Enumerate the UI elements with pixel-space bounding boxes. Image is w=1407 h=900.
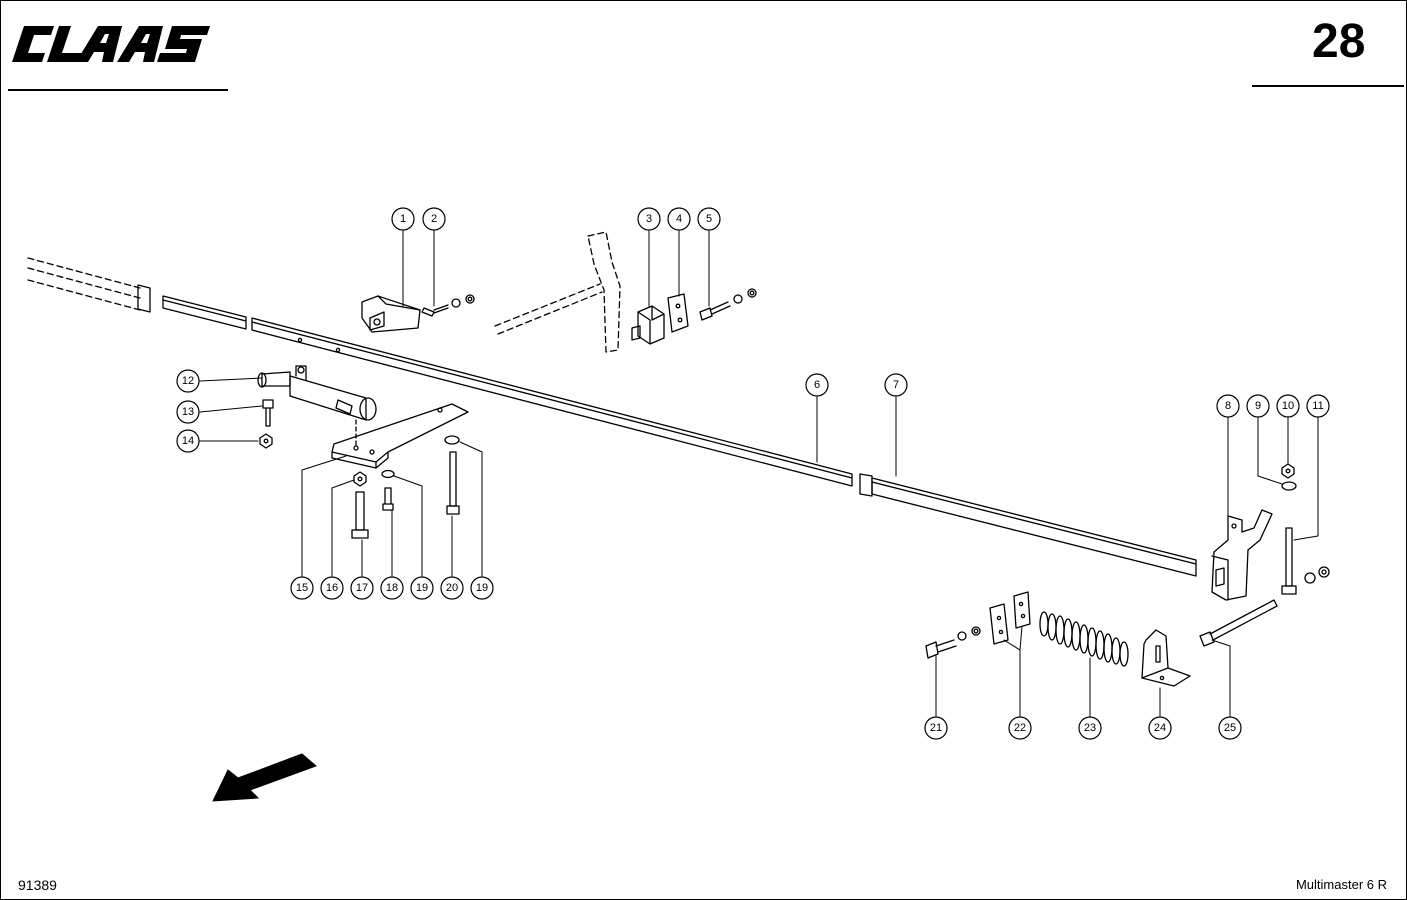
leader-lines bbox=[199, 230, 1319, 717]
callout-21: 21 bbox=[930, 722, 942, 734]
callout-11: 11 bbox=[1312, 400, 1323, 412]
bar-segment bbox=[162, 295, 247, 330]
callout-13: 13 bbox=[182, 406, 194, 418]
inner-tube bbox=[859, 473, 1197, 577]
direction-arrow-icon bbox=[212, 753, 317, 802]
bolt-part-11 bbox=[1281, 527, 1330, 595]
spring-part-23 bbox=[1039, 611, 1129, 667]
main-bar bbox=[251, 317, 853, 487]
frame-dashed-right bbox=[494, 231, 621, 353]
callout-15: 15 bbox=[296, 582, 308, 594]
block-part-3 bbox=[631, 305, 665, 345]
pin-part-18 bbox=[381, 469, 395, 511]
hydraulic-cylinder-part-12 bbox=[257, 365, 377, 421]
callout-9: 9 bbox=[1255, 400, 1261, 412]
model-name: Multimaster 6 R bbox=[1295, 877, 1387, 892]
callout-3: 3 bbox=[646, 213, 652, 225]
frame-dashed-left bbox=[27, 257, 151, 313]
washer-part-9 bbox=[1281, 481, 1297, 491]
callout-20: 20 bbox=[446, 582, 458, 594]
callout-8: 8 bbox=[1225, 400, 1231, 412]
callout-2: 2 bbox=[431, 213, 437, 225]
bracket-part-1 bbox=[361, 295, 421, 333]
washer-part-19 bbox=[444, 435, 460, 445]
callouts bbox=[176, 207, 1330, 740]
callout-18: 18 bbox=[386, 582, 398, 594]
claas-logo bbox=[12, 26, 210, 62]
bolt-part-21 bbox=[925, 626, 981, 659]
drawing-number: 91389 bbox=[18, 877, 57, 893]
page-number: 28 bbox=[1312, 15, 1366, 68]
bracket-part-24 bbox=[1141, 629, 1191, 687]
callout-12: 12 bbox=[182, 375, 194, 387]
long-bolt-part-20 bbox=[446, 451, 460, 515]
callout-7: 7 bbox=[893, 379, 899, 391]
callout-16: 16 bbox=[326, 582, 338, 594]
callout-23: 23 bbox=[1084, 722, 1096, 734]
pin-part-13 bbox=[262, 399, 274, 427]
header-rule-right bbox=[1252, 85, 1404, 87]
bolt-part-17 bbox=[351, 491, 369, 539]
plate-part-4 bbox=[667, 293, 689, 333]
plates-part-22 bbox=[989, 591, 1031, 645]
callout-19b: 19 bbox=[476, 582, 488, 594]
callout-14: 14 bbox=[182, 435, 194, 447]
callout-19: 19 bbox=[416, 582, 428, 594]
nut-part-16 bbox=[353, 471, 367, 487]
angle-bracket-part-8 bbox=[1211, 509, 1273, 601]
callout-22: 22 bbox=[1014, 722, 1026, 734]
header-rule-left bbox=[8, 89, 228, 91]
bolt-part-5 bbox=[699, 288, 757, 321]
callout-4: 4 bbox=[676, 213, 682, 225]
callout-17: 17 bbox=[356, 582, 368, 594]
mounting-plate-part-15 bbox=[331, 403, 469, 469]
callout-1: 1 bbox=[400, 213, 406, 225]
callout-25: 25 bbox=[1224, 722, 1236, 734]
callout-24: 24 bbox=[1154, 722, 1166, 734]
long-bolt-part-25 bbox=[1199, 599, 1278, 647]
nut-part-10 bbox=[1281, 463, 1295, 479]
nut-part-14 bbox=[259, 433, 273, 449]
callout-10: 10 bbox=[1282, 400, 1294, 412]
callout-6: 6 bbox=[814, 379, 820, 391]
callout-5: 5 bbox=[706, 213, 712, 225]
bolt-part-2 bbox=[421, 294, 475, 317]
